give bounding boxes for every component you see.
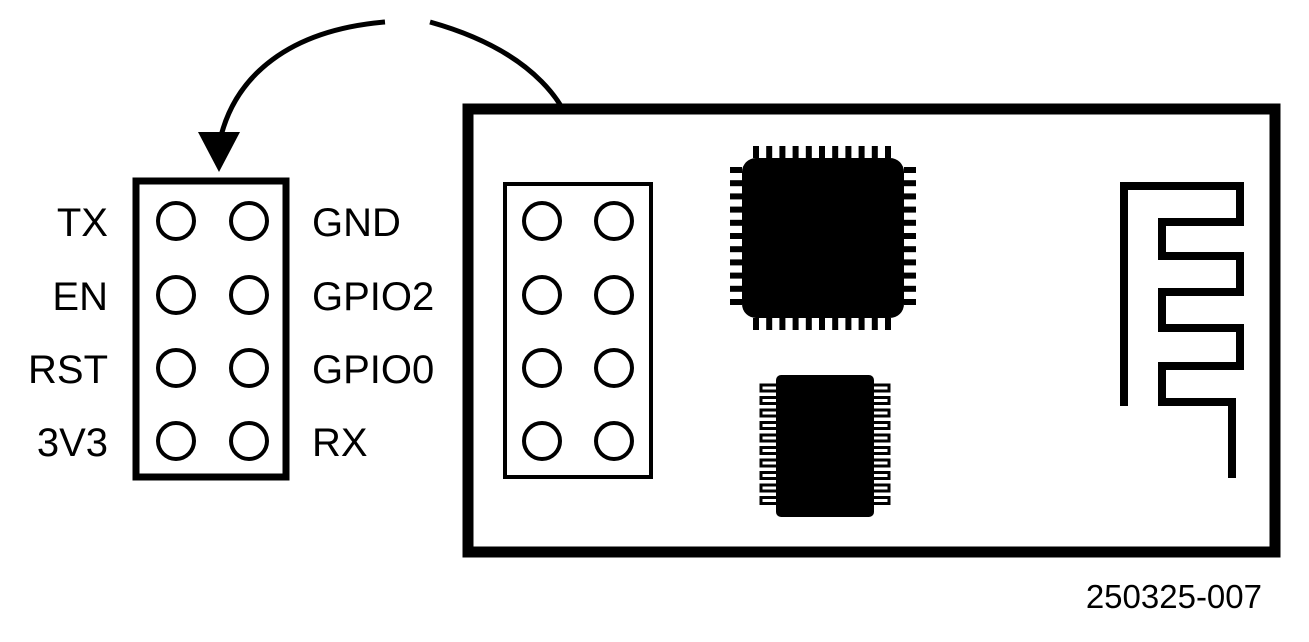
pin-label-en: EN bbox=[52, 275, 108, 319]
module-pin-1b bbox=[594, 201, 634, 241]
module-pin-header bbox=[503, 182, 653, 479]
sop-chip-icon bbox=[759, 375, 891, 517]
pin-label-tx: TX bbox=[57, 201, 108, 245]
pinout-pin-4b bbox=[229, 421, 269, 461]
pcb-antenna-icon bbox=[1120, 182, 1244, 478]
module-pin-3a bbox=[522, 348, 562, 388]
pinout-pin-1a bbox=[156, 201, 196, 241]
pin-label-rst: RST bbox=[28, 348, 108, 392]
module-pin-4b bbox=[594, 421, 634, 461]
pinout-pin-2a bbox=[156, 275, 196, 315]
module-pin-2b bbox=[594, 275, 634, 315]
pin-label-rx: RX bbox=[312, 421, 368, 465]
pinout-pin-3b bbox=[229, 348, 269, 388]
pin-label-3v3: 3V3 bbox=[37, 421, 108, 465]
pin-labels-right: GND GPIO2 GPIO0 RX bbox=[312, 201, 434, 465]
qfp-chip-icon bbox=[730, 146, 916, 330]
pin-label-gpio0: GPIO0 bbox=[312, 348, 434, 392]
pinout-header bbox=[132, 177, 290, 481]
module-pin-4a bbox=[522, 421, 562, 461]
module-pin-2a bbox=[522, 275, 562, 315]
pinout-pin-4a bbox=[156, 421, 196, 461]
pinout-pin-2b bbox=[229, 275, 269, 315]
pinout-pin-3a bbox=[156, 348, 196, 388]
module-pin-3b bbox=[594, 348, 634, 388]
figure-id: 250325-007 bbox=[1086, 578, 1262, 615]
esp01-module bbox=[462, 103, 1281, 558]
pin-labels-left: TX EN RST 3V3 bbox=[28, 201, 108, 465]
module-pin-1a bbox=[522, 201, 562, 241]
pin-label-gnd: GND bbox=[312, 201, 401, 245]
pinout-pin-1b bbox=[229, 201, 269, 241]
arrowhead-icon bbox=[198, 132, 240, 172]
pin-label-gpio2: GPIO2 bbox=[312, 275, 434, 319]
